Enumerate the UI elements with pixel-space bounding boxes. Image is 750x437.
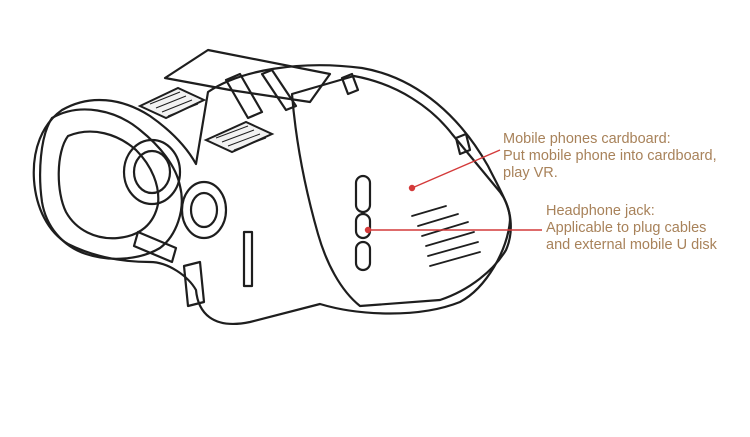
magnet-button-top [354,174,372,214]
right-lens [180,180,228,240]
left-lens [122,138,182,206]
front-cover-hinge-2 [454,132,472,156]
callout-cardboard-line-2: play VR. [503,165,558,181]
headset-body-outline [32,64,512,325]
face-frame-inner [57,130,160,240]
callout-headphone-title: Headphone jack: [546,203,655,219]
top-strap-bracket-right [260,68,298,112]
foam-pad-right [203,120,275,154]
leader-line-cardboard [411,149,501,189]
bottom-foot [182,260,206,308]
callout-headphone-line-2: and external mobile U disk [546,237,717,253]
foam-pad-left [137,86,207,120]
magnet-button-bottom [354,240,372,272]
callout-cardboard-title: Mobile phones cardboard: [503,131,671,147]
nose-strap [132,230,178,264]
top-strap-bracket-left [224,72,264,120]
callout-headphone-line-1: Applicable to plug cables [546,220,707,236]
side-slot [242,230,254,288]
leader-dot-cardboard [408,184,416,192]
top-plate [163,48,332,104]
leader-lines [364,149,542,234]
headphone-jack [354,212,372,240]
right-lens-inner [189,191,219,229]
callout-headphone: Headphone jack: Applicable to plug cable… [546,203,717,254]
callout-cardboard-line-1: Put mobile phone into cardboard, [503,148,717,164]
leader-dot-headphone [364,226,372,234]
left-lens-inner [132,149,172,195]
front-cover-hinge-1 [340,72,360,96]
face-frame [39,108,183,260]
vent-slots [411,205,481,267]
front-cover [290,74,512,308]
callout-cardboard: Mobile phones cardboard: Put mobile phon… [503,131,717,182]
